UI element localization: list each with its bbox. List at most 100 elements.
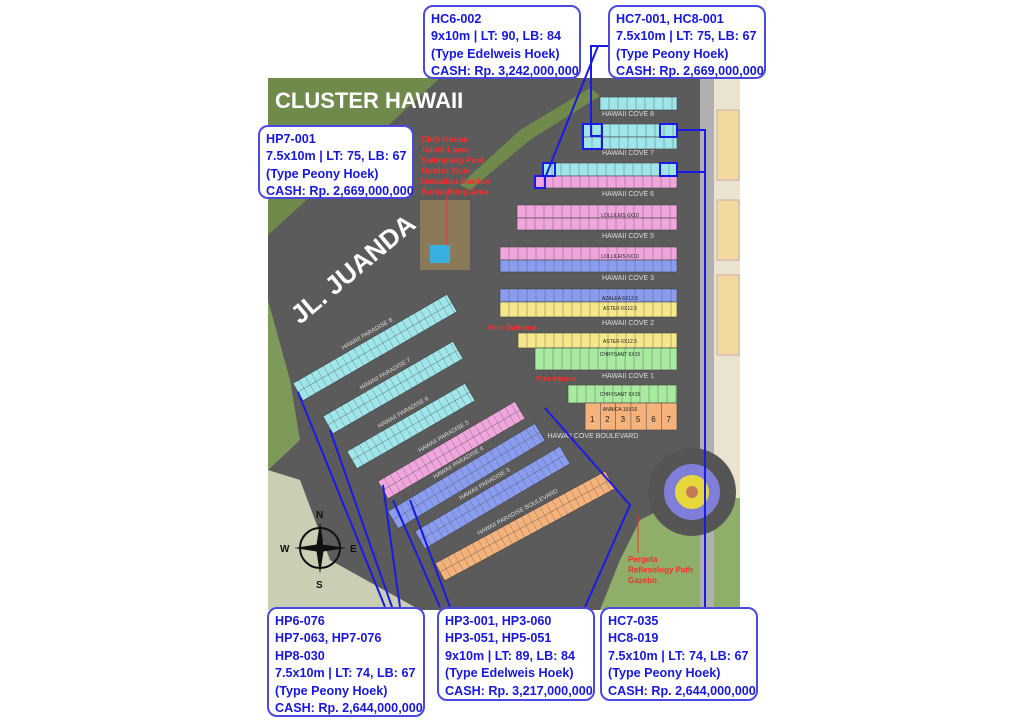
callout-line: CASH: Rp. 2,644,000,000: [275, 701, 423, 716]
svg-text:S: S: [316, 580, 323, 591]
lot-row-pink: [516, 217, 678, 231]
lot-row-cyan: [582, 136, 678, 150]
block-type-label: LOLLILEIS 6X10: [601, 213, 639, 219]
callout-line: 7.5x10m | LT: 74, LB: 67: [275, 666, 416, 681]
callout-line: HP3-051, HP5-051: [445, 631, 552, 646]
callout-line: CASH: Rp. 2,669,000,000: [616, 64, 764, 79]
lot-info-callout-hp7: HP7-001 7.5x10m | LT: 75, LB: 67 (Type Peo…: [258, 125, 414, 199]
lot-info-callout-hc7: HC7-001, HC8-001 7.5x10m | LT: 75, LB: 67…: [608, 5, 766, 79]
callout-line: HP7-001: [266, 132, 316, 146]
callout-line: 9x10m | LT: 89, LB: 84: [445, 648, 575, 663]
svg-text:E: E: [350, 544, 357, 555]
leader-line: [329, 429, 393, 608]
lot-row-blue: [499, 288, 678, 303]
lot-row-green: [534, 347, 678, 371]
leader-line: [677, 129, 706, 607]
green-divider: [460, 88, 600, 190]
callout-line: 9x10m | LT: 90, LB: 84: [431, 29, 561, 44]
facility-label: Outdor Gym: [421, 166, 471, 176]
callout-line: CASH: Rp. 3,217,000,000: [445, 683, 593, 698]
facility-label: Club House: [421, 134, 468, 144]
facility-label: Swimming Pool: [421, 155, 484, 165]
facility-label: Taichi Lawn: [421, 145, 469, 155]
cove-street-label: HAWAII COVE 2: [602, 320, 654, 327]
block-type-label: ASTER 6X12.5: [603, 339, 637, 345]
lot-row-pink: [499, 246, 678, 261]
lot-number: 1: [590, 415, 595, 424]
facility-label: Mini Outbond: [488, 323, 537, 332]
callout-line: HC7-001, HC8-001: [616, 12, 724, 26]
compass-rose: N S E W: [280, 510, 357, 591]
lot-row-cyan: [599, 96, 678, 111]
lot-number: 3: [621, 415, 626, 424]
callout-line: CASH: Rp. 3,242,000,000: [431, 64, 579, 79]
svg-text:W: W: [280, 544, 290, 555]
callout-line: CASH: Rp. 2,644,000,000: [608, 683, 756, 698]
lot-number: 7: [667, 415, 672, 424]
cove-street-label: HAWAII COVE 7: [602, 150, 654, 157]
cove-street-label: HAWAII COVE BOULEVARD: [548, 433, 639, 440]
lot-number: 2: [605, 415, 610, 424]
callout-line: HC8-019: [608, 631, 659, 646]
facility-label: Hawaiian Garden: [421, 176, 490, 186]
callout-line: HC7-035: [608, 614, 659, 628]
cove-street-label: HAWAII COVE 3: [602, 275, 654, 282]
callout-line: HP8-030: [275, 648, 325, 663]
callout-line: CASH: Rp. 2,669,000,000: [266, 184, 414, 199]
adjacent-plot: [716, 274, 740, 356]
block-type-label: CHRYSANT 6X15: [600, 392, 641, 398]
callout-line: (Type Edelweis Hoek): [431, 46, 560, 61]
lot-number: 5: [636, 415, 641, 424]
callout-line: HP6-076: [275, 614, 325, 628]
leader-line: [590, 45, 608, 137]
block-type-label: ASTER 6X12.5: [603, 306, 637, 312]
highlighted-lot: [542, 162, 556, 177]
block-type-label: LOLLILEIS 6X10: [601, 254, 639, 260]
lot-number: 6: [651, 415, 656, 424]
highlighted-lot: [534, 175, 546, 189]
facility-label: Reflexology Path: [628, 566, 693, 575]
adjacent-plot: [716, 109, 740, 181]
lot-row-pink: [534, 175, 678, 189]
facility-label: Sunbathing Area: [421, 187, 489, 197]
callout-line: 7.5x10m | LT: 74, LB: 67: [608, 648, 749, 663]
callout-line: HP7-063, HP7-076: [275, 631, 382, 646]
cove-street-label: HAWAII COVE 1: [602, 373, 654, 380]
highlighted-lot: [659, 162, 678, 177]
callout-line: (Type Edelweis Hoek): [445, 666, 574, 681]
adjacent-plot: [716, 199, 740, 261]
callout-line: 7.5x10m | LT: 75, LB: 67: [616, 29, 757, 44]
lot-row-cyan: [542, 162, 678, 177]
residential-area-bottom-left: [268, 470, 420, 610]
cove-street-label: HAWAII COVE 6: [602, 191, 654, 198]
leader-line: [297, 391, 386, 608]
cove-street-label: HAWAII COVE 8: [602, 111, 654, 118]
callout-line: 7.5x10m | LT: 75, LB: 67: [266, 149, 407, 164]
callout-line: (Type Peony Hoek): [275, 683, 388, 698]
cove-street-label: HAWAII COVE 5: [602, 233, 654, 240]
callout-line: HP3-001, HP3-060: [445, 614, 552, 628]
block-type-label: CHRYSANT 6X15: [600, 352, 641, 358]
facility-label: Gazebo: [628, 576, 657, 585]
callout-line: (Type Peony Hoek): [266, 166, 379, 181]
callout-line: HC6-002: [431, 12, 482, 26]
callout-line: (Type Peony Hoek): [608, 666, 721, 681]
green-area-left: [268, 235, 300, 470]
cluster-title: CLUSTER HAWAII: [275, 88, 463, 113]
leader-line: [382, 484, 401, 608]
lot-row-pink: [516, 204, 678, 219]
swimming-pool: [430, 245, 450, 263]
lot-row-yellow: [499, 301, 678, 318]
callout-line: (Type Peony Hoek): [616, 46, 729, 61]
leader-line: [544, 407, 632, 608]
leader-line: [392, 499, 441, 608]
roundabout-center: [686, 486, 698, 498]
block-type-label: ANNICA 15X16: [603, 407, 638, 413]
svg-text:N: N: [316, 510, 323, 521]
facility-label: Pergola: [628, 555, 658, 564]
leader-line: [544, 45, 599, 179]
